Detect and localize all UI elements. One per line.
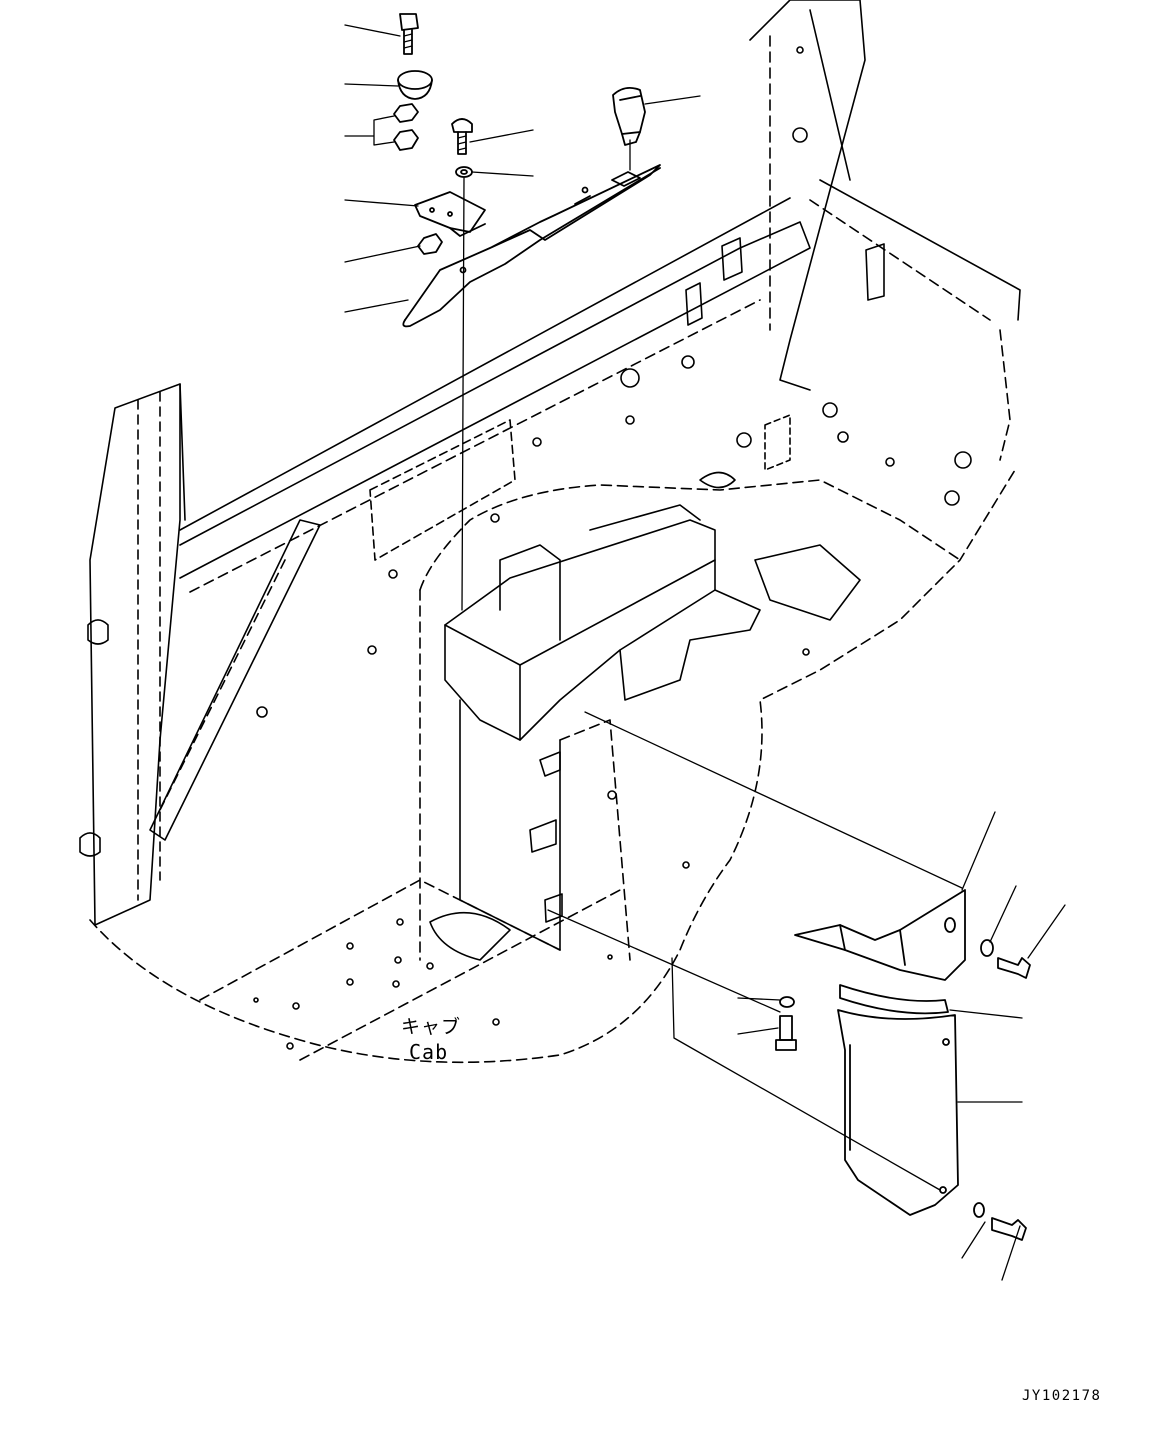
cab-frame: [79, 0, 1021, 1064]
upper-parts-group: [393, 13, 661, 328]
cab-label-english: Cab: [409, 1040, 449, 1064]
cab-label-japanese: キャブ: [401, 1016, 462, 1038]
leader-lines: [344, 24, 1066, 1281]
cover-parts-group: [775, 889, 1031, 1241]
figure-id-label: JY102178: [1022, 1388, 1102, 1404]
